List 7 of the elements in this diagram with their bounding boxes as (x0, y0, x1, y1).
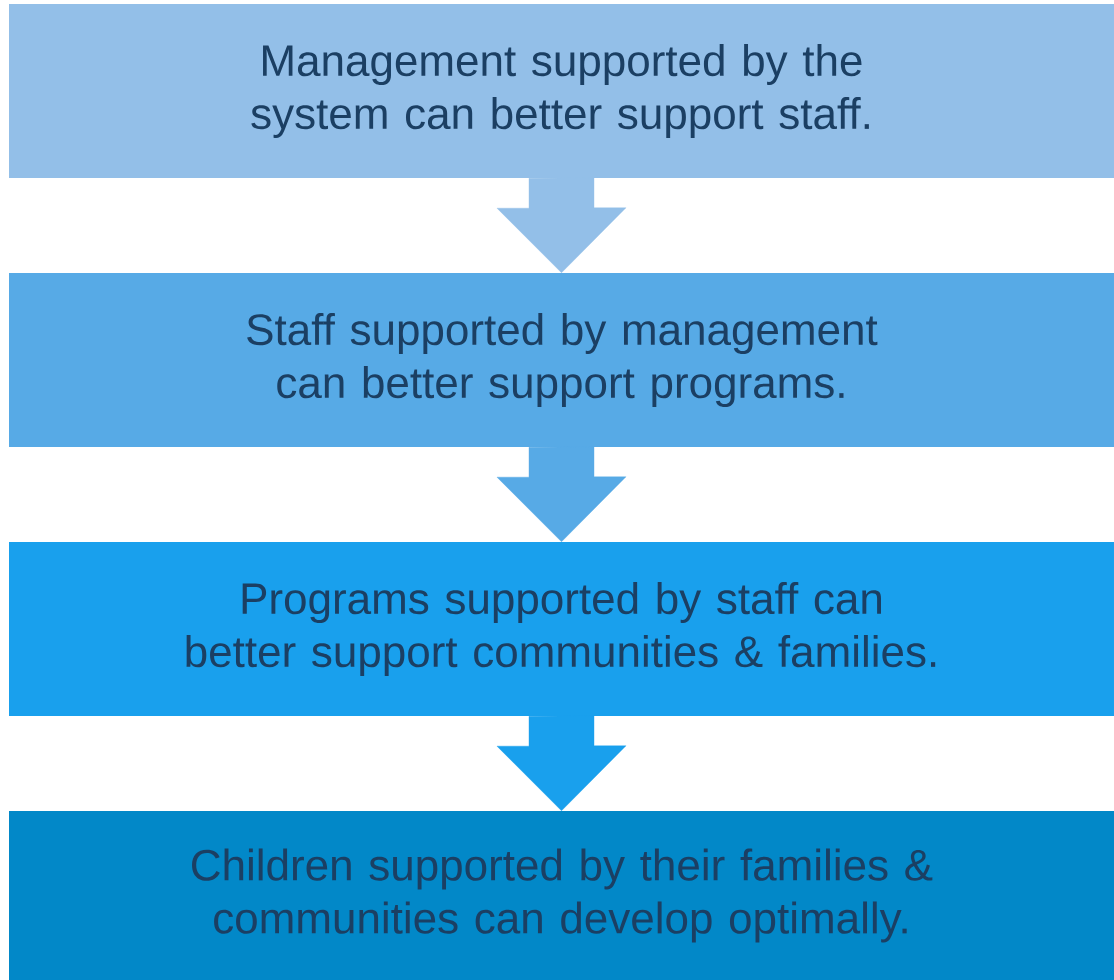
arrow (496, 446, 627, 542)
process-box: Staff supported by management can better support programs. (9, 273, 1114, 447)
arrow (496, 715, 627, 811)
arrow (496, 177, 627, 273)
process-box: Children supported by their families & communities can develop optimally. (9, 811, 1114, 980)
process-box: Programs supported by staff can better support communities & families. (9, 542, 1114, 716)
process-box: Management supported by the system can better support staff. (9, 4, 1114, 178)
